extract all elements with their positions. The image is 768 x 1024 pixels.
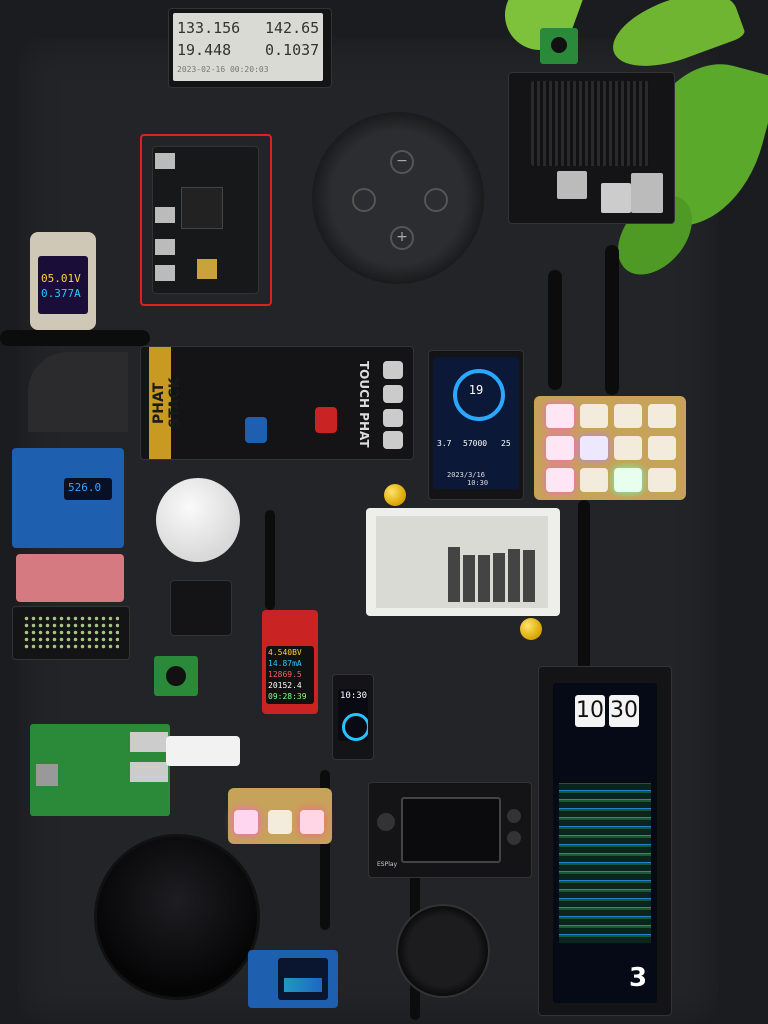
usb-cable xyxy=(320,770,330,930)
gold-button[interactable] xyxy=(520,618,542,640)
usb-cable xyxy=(578,500,590,670)
touch-key[interactable] xyxy=(383,385,403,403)
meter-voltage: 05.01V xyxy=(41,272,81,285)
rotary-knob[interactable] xyxy=(396,904,490,998)
mini-key[interactable] xyxy=(300,810,324,834)
mini-keypad xyxy=(228,788,332,844)
flip-clock-minutes: 30 xyxy=(609,695,639,727)
weather-left: 3.7 xyxy=(437,439,452,448)
chart-bar xyxy=(478,555,490,602)
oled-hat: 526.0 xyxy=(12,448,124,548)
esplay-button[interactable] xyxy=(507,831,521,845)
keypad-key[interactable] xyxy=(648,468,676,492)
usb-dongle xyxy=(166,736,240,766)
flip-hours: 10 xyxy=(576,698,604,723)
hdmi-cable xyxy=(548,270,562,390)
red-meter-voltage: 4.540BV xyxy=(268,648,302,657)
chart-bar xyxy=(463,555,475,602)
meter-current: 0.377A xyxy=(41,287,81,300)
action-button[interactable] xyxy=(352,188,376,212)
tall-display-number: 3 xyxy=(629,963,648,993)
led-matrix xyxy=(16,554,124,602)
eink-ticker-display: 133.156 142.65 19.448 0.1037 2023-02-16 … xyxy=(168,8,332,88)
chart-bar xyxy=(493,553,505,602)
touch-key[interactable] xyxy=(383,409,403,427)
phat-stack-board: PHAT STACK TOUCH PHAT xyxy=(140,346,414,460)
keypad-key[interactable] xyxy=(580,404,608,428)
touch-key[interactable] xyxy=(383,431,403,449)
volume-up-button[interactable]: + xyxy=(390,226,414,250)
oled-text: 526.0 xyxy=(68,481,102,494)
ticker-row2-right: 0.1037 xyxy=(265,41,320,59)
chart-bars xyxy=(448,526,538,602)
raspberry-pi xyxy=(30,724,170,816)
keypad-key[interactable] xyxy=(614,436,642,460)
mute-button[interactable] xyxy=(424,188,448,212)
chart-bar xyxy=(448,547,460,602)
smart-button[interactable] xyxy=(156,478,240,562)
weather-time: 10:30 xyxy=(467,479,489,487)
blue-usb-meter xyxy=(248,950,338,1008)
red-meter-capacity: 12869.5 xyxy=(268,670,302,679)
esplay-handheld: ESPlay xyxy=(368,782,532,878)
jetson-nano-board xyxy=(508,72,675,224)
led-dot-display xyxy=(12,606,130,660)
red-meter-current: 14.87mA xyxy=(268,659,302,668)
weather-display: 19 3.7 57000 25 2023/3/16 10:30 xyxy=(428,350,524,500)
sensor-module xyxy=(170,580,232,636)
touch-key[interactable] xyxy=(383,361,403,379)
ribbon-cable xyxy=(28,352,128,432)
rgb-keypad xyxy=(534,396,686,500)
eink-chart-display xyxy=(366,508,560,616)
esplay-button[interactable] xyxy=(507,809,521,823)
keypad-key[interactable] xyxy=(614,468,642,492)
flip-minutes: 30 xyxy=(610,698,638,723)
ticker-row1-left: 133.156 xyxy=(177,19,241,37)
weather-right: 25 xyxy=(501,439,511,448)
usb-cable xyxy=(265,510,275,610)
keypad-key[interactable] xyxy=(580,468,608,492)
single-board-computer xyxy=(152,146,259,294)
phat-stack-label: PHAT STACK xyxy=(151,377,183,429)
ticker-row2-left: 19.448 xyxy=(177,41,232,59)
mini-key[interactable] xyxy=(268,810,292,834)
pi-camera xyxy=(154,656,198,696)
chart-bar xyxy=(508,549,520,602)
esplay-label: ESPlay xyxy=(377,861,398,868)
gold-button[interactable] xyxy=(384,484,406,506)
heatsink xyxy=(531,81,649,166)
touch-phat-label: TOUCH PHAT xyxy=(357,361,371,448)
volume-down-button[interactable]: − xyxy=(390,150,414,174)
tdisplay-time: 10:30 xyxy=(340,691,368,701)
esplay-dpad[interactable] xyxy=(377,813,395,831)
keypad-key[interactable] xyxy=(546,468,574,492)
keypad-key[interactable] xyxy=(648,436,676,460)
camera-module xyxy=(540,28,578,64)
hdmi-cable xyxy=(605,245,619,395)
cable xyxy=(0,330,150,346)
keypad-key[interactable] xyxy=(648,404,676,428)
chart-bar xyxy=(523,550,535,602)
weather-date: 2023/3/16 xyxy=(447,471,485,479)
tall-display: 10 30 3 xyxy=(538,666,672,1016)
keypad-key[interactable] xyxy=(614,404,642,428)
weather-value: 57000 xyxy=(463,439,488,448)
red-meter-energy: 20152.4 xyxy=(268,681,302,690)
ticker-timestamp: 2023-02-16 00:20:03 xyxy=(177,65,269,74)
smart-speaker: − + xyxy=(312,112,484,284)
keypad-key[interactable] xyxy=(580,436,608,460)
keypad-key[interactable] xyxy=(546,436,574,460)
ticker-row1-right: 142.65 xyxy=(265,19,320,37)
round-speaker xyxy=(94,834,260,1000)
highlight-box xyxy=(140,134,272,306)
red-meter-time: 09:28:39 xyxy=(268,692,307,701)
usb-power-meter: 05.01V 0.377A xyxy=(30,232,96,330)
keypad-key[interactable] xyxy=(546,404,574,428)
weather-number: 19 xyxy=(468,383,484,397)
flip-clock-hours: 10 xyxy=(575,695,605,727)
tdisplay-board: 10:30 xyxy=(332,674,374,760)
mini-key[interactable] xyxy=(234,810,258,834)
red-usb-meter: 4.540BV 14.87mA 12869.5 20152.4 09:28:39 xyxy=(262,610,318,714)
